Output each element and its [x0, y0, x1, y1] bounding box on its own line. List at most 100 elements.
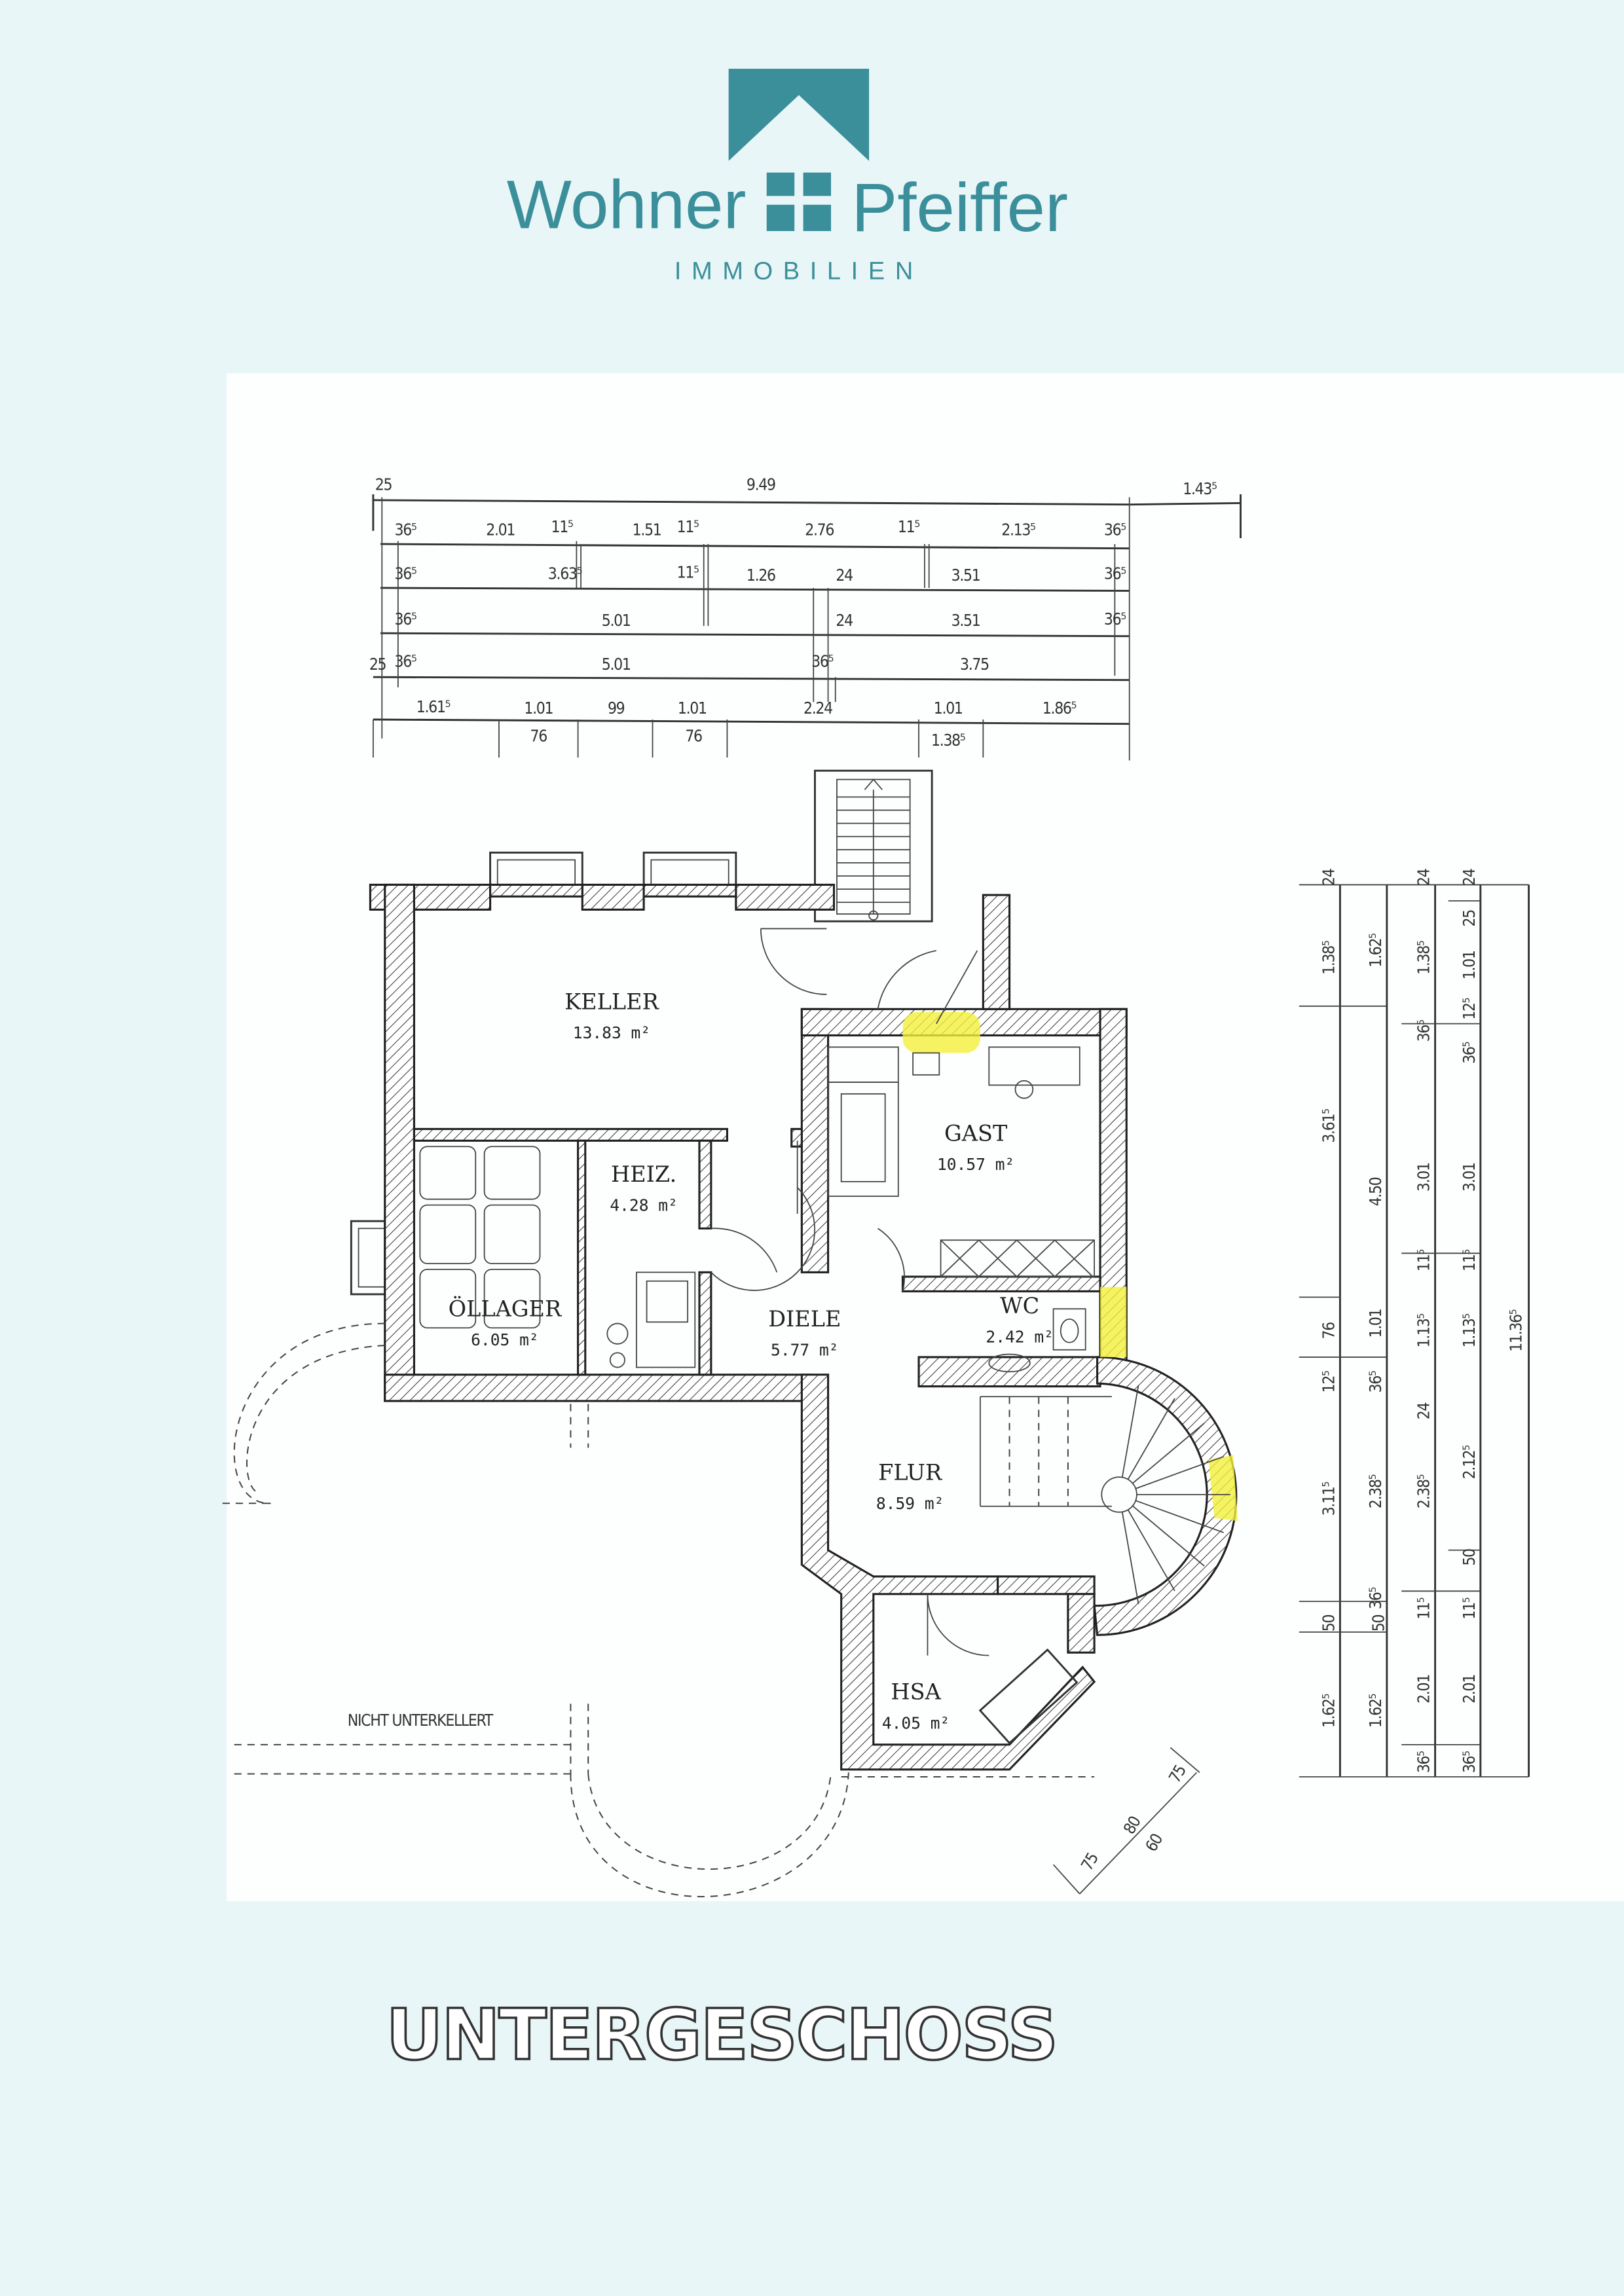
dimension-label: 36⁵ — [1414, 1751, 1433, 1773]
dimension-label: 36⁵ — [1414, 1020, 1433, 1042]
highlight-stair-wall — [1208, 1455, 1238, 1522]
dimension-label: 24 — [836, 566, 853, 585]
dimension-label: 1.51 — [633, 520, 661, 539]
dimension-label: 99 — [608, 699, 625, 718]
doors — [710, 928, 989, 1656]
dimension-label: 1.38⁵ — [1319, 941, 1338, 975]
dimension-label: 2.76 — [805, 520, 834, 539]
dimension-label: 76 — [530, 727, 547, 746]
dimension-label: 11⁵ — [551, 517, 573, 536]
highlight-wc-wall — [1100, 1286, 1127, 1357]
room-area: 6.05 m² — [471, 1330, 539, 1349]
dimension-label: 3.51 — [951, 566, 980, 585]
dimension-label: 75 — [1165, 1762, 1190, 1786]
room-area: 4.05 m² — [882, 1713, 950, 1732]
dimension-label: 80 — [1120, 1813, 1145, 1837]
room-name: FLUR — [878, 1460, 943, 1485]
not-basement-note: NICHT UNTERKELLERT — [348, 1711, 494, 1730]
dimension-label: 11⁵ — [898, 517, 919, 536]
logo-tagline: IMMOBILIEN — [674, 258, 923, 285]
dimension-label: 2.01 — [1414, 1675, 1433, 1704]
dimension-label: 36⁵ — [1104, 610, 1126, 629]
dimension-label: 1.13⁵ — [1460, 1314, 1479, 1348]
dimension-label: 36⁵ — [1104, 564, 1126, 583]
dimension-label: 1.43⁵ — [1183, 479, 1217, 498]
dimension-label: 2.12⁵ — [1460, 1446, 1479, 1480]
dimension-label: 36⁵ — [1460, 1751, 1479, 1773]
room-name: GAST — [944, 1120, 1008, 1146]
dimension-label: 4.50 — [1366, 1177, 1385, 1206]
dimension-label: 3.01 — [1460, 1163, 1479, 1192]
dimension-label: 36⁵ — [395, 520, 416, 539]
spiral-staircase — [979, 1385, 1230, 1605]
dimension-label: 25 — [1460, 910, 1479, 927]
room-name: WC — [1000, 1293, 1039, 1319]
dimension-label: 1.38⁵ — [931, 731, 965, 750]
dimension-label: 75 — [1077, 1850, 1102, 1874]
dimension-label: 11.36⁵ — [1506, 1309, 1525, 1352]
non-basement-outline — [222, 1322, 1095, 1898]
dimension-label: 1.61⁵ — [416, 697, 451, 716]
dimension-label: 50 — [1460, 1549, 1479, 1566]
dimension-label: 3.11⁵ — [1319, 1482, 1338, 1516]
dimension-label: 11⁵ — [1460, 1597, 1479, 1619]
dimension-label: 36⁵ — [1460, 1042, 1479, 1063]
dimension-label: 36⁵ — [811, 652, 833, 671]
dimension-label: 11⁵ — [1460, 1250, 1479, 1271]
dimension-label: 1.38⁵ — [1414, 941, 1433, 975]
highlight-gast-wall — [902, 1011, 980, 1053]
bay-window-dimension — [1052, 1747, 1200, 1895]
dimension-label: 1.01 — [934, 699, 963, 718]
dimension-label: 36⁵ — [1366, 1371, 1385, 1393]
dimension-label: 76 — [685, 727, 702, 746]
logo-squares-icon — [766, 172, 832, 231]
oil-tanks-icon — [419, 1146, 541, 1329]
dimension-label: 1.01 — [524, 699, 553, 718]
dimension-label: 24 — [1414, 1403, 1433, 1420]
room-area: 10.57 m² — [937, 1155, 1014, 1174]
roof-icon — [728, 68, 870, 161]
logo-name-right: Pfeiffer — [851, 170, 1068, 246]
dimension-label: 11⁵ — [1414, 1597, 1433, 1619]
dimension-label: 2.01 — [1460, 1675, 1479, 1704]
dimension-label: 9.49 — [747, 475, 775, 494]
dimension-label: 1.62⁵ — [1366, 1694, 1385, 1728]
highlight-marks — [902, 1011, 1238, 1522]
floor-title: UNTERGESCHOSS — [386, 1994, 1056, 2076]
dimension-label: 25 — [369, 655, 386, 674]
dimension-label: 3.63⁵ — [548, 564, 582, 583]
dimension-label: 12⁵ — [1460, 998, 1479, 1019]
logo-name-left: Wohner — [507, 166, 747, 243]
dimension-label: 36⁵ — [395, 610, 416, 629]
dimension-label: 1.13⁵ — [1414, 1314, 1433, 1348]
dimension-label: 5.01 — [602, 655, 631, 674]
dimension-label: 24 — [1414, 869, 1433, 886]
dimension-label: 12⁵ — [1319, 1371, 1338, 1393]
dimension-label: 60 — [1141, 1831, 1166, 1855]
room-area: 4.28 m² — [610, 1196, 678, 1215]
dimension-label: 76 — [1319, 1322, 1338, 1339]
right-dimension-labels: 241.38⁵3.61⁵7612⁵3.11⁵501.62⁵1.62⁵4.501.… — [1319, 869, 1525, 1773]
dimension-label: 11⁵ — [677, 517, 699, 536]
dimension-label: 3.75 — [960, 655, 989, 674]
dimension-label: 1.86⁵ — [1043, 699, 1077, 718]
room-name: HEIZ. — [611, 1161, 676, 1187]
dimension-label: 50 — [1319, 1614, 1338, 1631]
dimension-label: 2.01 — [486, 520, 515, 539]
dimension-label: 1.62⁵ — [1366, 934, 1385, 968]
dimension-label: 11⁵ — [677, 562, 699, 581]
dimension-label: 5.01 — [602, 611, 631, 630]
dimension-label: 3.01 — [1414, 1163, 1433, 1192]
dimension-label: 1.01 — [678, 699, 707, 718]
dimension-label: 50 — [1369, 1614, 1388, 1631]
room-name: DIELE — [768, 1306, 841, 1332]
dimension-label: 36⁵ — [395, 652, 416, 671]
room-area: 8.59 m² — [876, 1494, 944, 1513]
room-name: KELLER — [564, 989, 659, 1014]
dimension-label: 3.51 — [951, 611, 980, 630]
dimension-label: 2.38⁵ — [1414, 1474, 1433, 1508]
